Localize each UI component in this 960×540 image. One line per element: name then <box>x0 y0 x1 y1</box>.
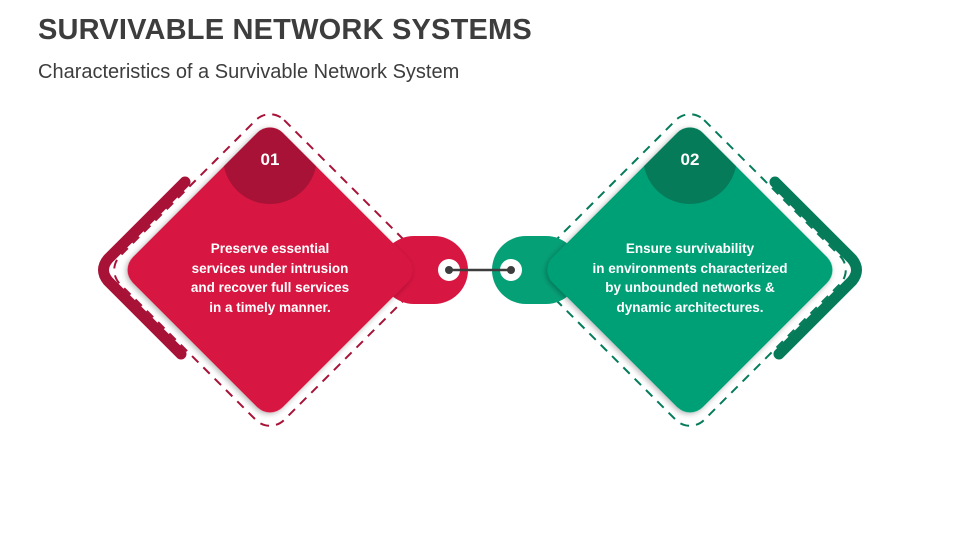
card-02-description: Ensure survivability in environments cha… <box>580 239 800 317</box>
card-01-diamond <box>127 127 413 413</box>
card-02-dashed-outline <box>533 113 847 427</box>
card-02 <box>492 113 862 427</box>
card-01-dashed-outline <box>113 113 427 427</box>
card-02-outer-arc <box>769 176 862 360</box>
card-01-outer-arc <box>98 176 191 360</box>
card-01-line: and recover full services <box>190 280 350 295</box>
card-02-line: dynamic architectures. <box>616 299 764 315</box>
card-02-diamond <box>547 127 833 413</box>
page-title: SURVIVABLE NETWORK SYSTEMS <box>38 14 532 46</box>
card-01-line: in a timely manner. <box>209 299 331 315</box>
card-01-number: 01 <box>260 150 280 169</box>
card-01-description: Preserve essential services under intrus… <box>160 239 380 317</box>
card-01-line: services under intrusion <box>191 260 349 276</box>
card-02-line: in environments characterized <box>592 260 788 276</box>
card-02-line: by unbounded networks & <box>605 280 775 295</box>
page-subtitle: Characteristics of a Survivable Network … <box>38 61 460 83</box>
card-01-line: Preserve essential <box>210 241 330 256</box>
card-02-number: 02 <box>680 150 700 169</box>
card-02-line: Ensure survivability <box>625 241 755 256</box>
